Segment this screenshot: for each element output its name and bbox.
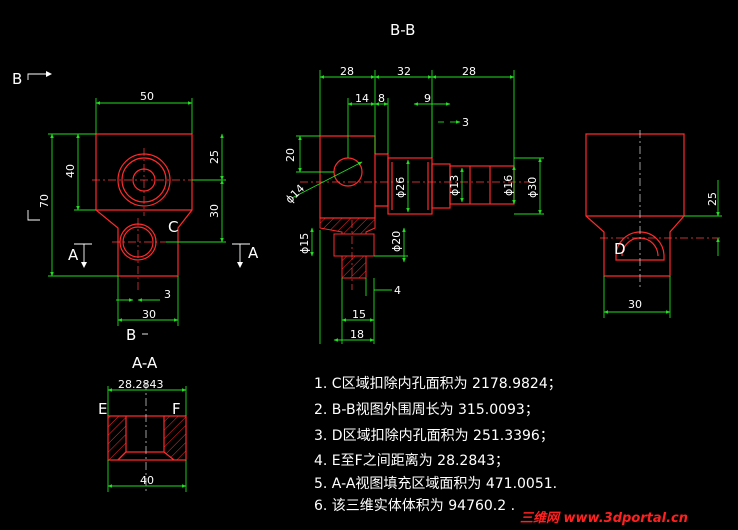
section-bb-view: B-B 28 32 28 14 8 9 (283, 21, 544, 344)
dim-bb-9: 9 (424, 92, 431, 105)
point-label-f: F (172, 400, 181, 418)
dim-bb-4: 4 (394, 284, 401, 297)
dim-40: 40 (64, 164, 77, 178)
dim-bb-8: 8 (378, 92, 385, 105)
dim-aa-40: 40 (140, 474, 154, 487)
section-label-b-top: B (12, 70, 22, 88)
note-5: 5. A-A视图填充区域面积为 471.0051. (314, 476, 557, 492)
dim-bb-phi16: ϕ16 (502, 175, 515, 196)
dim-bb-28-right: 28 (462, 65, 476, 78)
dim-bb-phi20: ϕ20 (390, 231, 403, 252)
dim-bb-20: 20 (284, 148, 297, 162)
dim-3: 3 (164, 288, 171, 301)
watermark-text: 三维网 www.3dportal.cn (520, 510, 688, 526)
note-3: 3. D区域扣除内孔面积为 251.3396； (314, 428, 554, 444)
dim-50: 50 (140, 90, 154, 103)
dim-aa-28-2843: 28.2843 (118, 378, 164, 391)
dim-30-vertical: 30 (208, 204, 221, 218)
dim-30-bottom: 30 (142, 308, 156, 321)
dim-side-2-5: 25 (706, 192, 719, 206)
title-bb: B-B (390, 21, 415, 39)
title-aa: A-A (132, 354, 158, 372)
note-4: 4. E至F之间距离为 28.2843； (314, 452, 509, 469)
dim-bb-phi13: ϕ13 (448, 175, 461, 196)
dim-bb-phi15: ϕ15 (298, 233, 311, 254)
section-label-a-left: A (68, 246, 79, 264)
section-label-b-bottom: B (126, 326, 136, 344)
dim-25: 25 (208, 150, 221, 164)
region-label-d: D (614, 240, 626, 258)
section-aa-view: A-A 28.2843 E F 40 (98, 354, 187, 492)
section-label-a-right: A (248, 244, 259, 262)
dim-bb-18: 18 (350, 328, 364, 341)
note-1: 1. C区域扣除内孔面积为 2178.9824； (314, 376, 562, 392)
dim-70: 70 (38, 194, 51, 208)
side-view: D 25 30 (585, 130, 722, 318)
dim-bb-phi14: ϕ14 (283, 182, 307, 206)
region-label-c: C (168, 218, 178, 236)
dim-bb-phi30: ϕ30 (526, 177, 539, 198)
dim-bb-phi26: ϕ26 (394, 177, 407, 198)
front-view: 50 70 40 25 30 30 3 B A A C B (12, 70, 259, 344)
dim-bb-32: 32 (397, 65, 411, 78)
dim-bb-28-left: 28 (340, 65, 354, 78)
dim-bb-3: 3 (462, 116, 469, 129)
dim-side-30: 30 (628, 298, 642, 311)
dim-bb-14: 14 (355, 92, 369, 105)
point-label-e: E (98, 400, 107, 418)
dim-bb-15: 15 (352, 308, 366, 321)
notes-list: 1. C区域扣除内孔面积为 2178.9824； 2. B-B视图外围周长为 3… (314, 376, 562, 514)
note-6: 6. 该三维实体体积为 94760.2 . (314, 498, 515, 514)
note-2: 2. B-B视图外围周长为 315.0093； (314, 402, 539, 418)
